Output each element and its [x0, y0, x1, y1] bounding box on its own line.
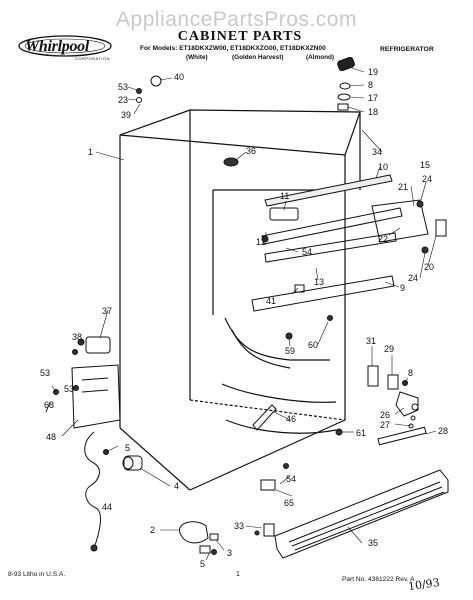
- callout-60: 60: [308, 340, 318, 350]
- callout-12: 12: [256, 237, 266, 247]
- callout-59: 59: [285, 346, 295, 356]
- callout-65: 65: [284, 498, 294, 508]
- models-line: For Models: ET18DKXZW00, ET18DKXZG00, ET…: [140, 45, 326, 52]
- footer-litho: 8-93 Litho in U.S.A.: [8, 571, 66, 578]
- watermark: AppliancePartsPros.com: [116, 8, 357, 31]
- callout-3: 3: [227, 548, 232, 558]
- callout-38: 38: [72, 332, 82, 342]
- callout-35: 35: [368, 538, 378, 548]
- callout-26: 26: [380, 410, 390, 420]
- finish-white: (White): [186, 54, 208, 61]
- brand-sub: CORPORATION: [75, 56, 110, 61]
- callout-31: 31: [366, 336, 376, 346]
- callout-11: 11: [280, 191, 289, 201]
- callout-8: 8: [368, 80, 373, 90]
- callout-21: 21: [398, 182, 408, 192]
- callout-8b: 8: [408, 368, 413, 378]
- cabinet-shell: [119, 109, 361, 491]
- page-title: CABINET PARTS: [177, 29, 303, 44]
- brand-name: Whirlpool: [25, 38, 89, 55]
- category-label: REFRIGERATOR: [380, 46, 434, 53]
- callout-17: 17: [368, 93, 378, 103]
- callout-5: 5: [125, 443, 130, 453]
- callout-53c: 53: [64, 384, 74, 394]
- callout-10: 10: [378, 162, 388, 172]
- callout-53: 53: [118, 82, 128, 92]
- callout-22: 22: [378, 234, 388, 244]
- callout-37: 37: [102, 306, 112, 316]
- callout-46: 46: [286, 414, 296, 424]
- callout-13: 13: [314, 277, 324, 287]
- callout-34: 34: [372, 147, 382, 157]
- callout-24: 24: [422, 174, 432, 184]
- callout-29: 29: [384, 344, 394, 354]
- callout-41: 41: [266, 296, 276, 306]
- callout-4: 4: [174, 481, 179, 491]
- callout-18: 18: [368, 107, 378, 117]
- callout-19: 19: [368, 67, 378, 77]
- callout-48: 48: [46, 432, 56, 442]
- leader-lines: [51, 67, 437, 561]
- callout-44: 44: [102, 502, 112, 512]
- part-number: Part No. 4361222 Rev. A: [342, 576, 415, 583]
- logo-swirl-icon: [18, 35, 112, 57]
- callout-20: 20: [424, 262, 434, 272]
- callout-40: 40: [174, 72, 184, 82]
- page-number: 1: [236, 571, 240, 578]
- callout-labels: 1 2 3 4 5 5 8 8 9 10 11 12 13 15 17 18 1…: [40, 67, 448, 569]
- callout-68: 68: [44, 400, 54, 410]
- callout-2: 2: [150, 525, 155, 535]
- callout-5b: 5: [200, 559, 205, 569]
- callout-54: 54: [302, 247, 312, 257]
- callout-39: 39: [121, 110, 131, 120]
- finish-golden-harvest: (Golden Harvest): [232, 54, 284, 61]
- callout-33: 33: [234, 521, 244, 531]
- small-parts: [45, 56, 449, 559]
- callout-53b: 53: [40, 368, 50, 378]
- whirlpool-logo: Whirlpool CORPORATION: [17, 32, 123, 62]
- callout-23: 23: [118, 95, 128, 105]
- callout-54b: 54: [286, 474, 296, 484]
- callout-36: 36: [246, 146, 256, 156]
- callout-61: 61: [356, 428, 366, 438]
- finish-almond: (Almond): [306, 54, 335, 61]
- callout-24b: 24: [408, 273, 418, 283]
- callout-28: 28: [438, 426, 448, 436]
- callout-9: 9: [400, 283, 405, 293]
- callout-15: 15: [420, 160, 430, 170]
- callout-27: 27: [380, 420, 390, 430]
- callout-1: 1: [88, 147, 93, 157]
